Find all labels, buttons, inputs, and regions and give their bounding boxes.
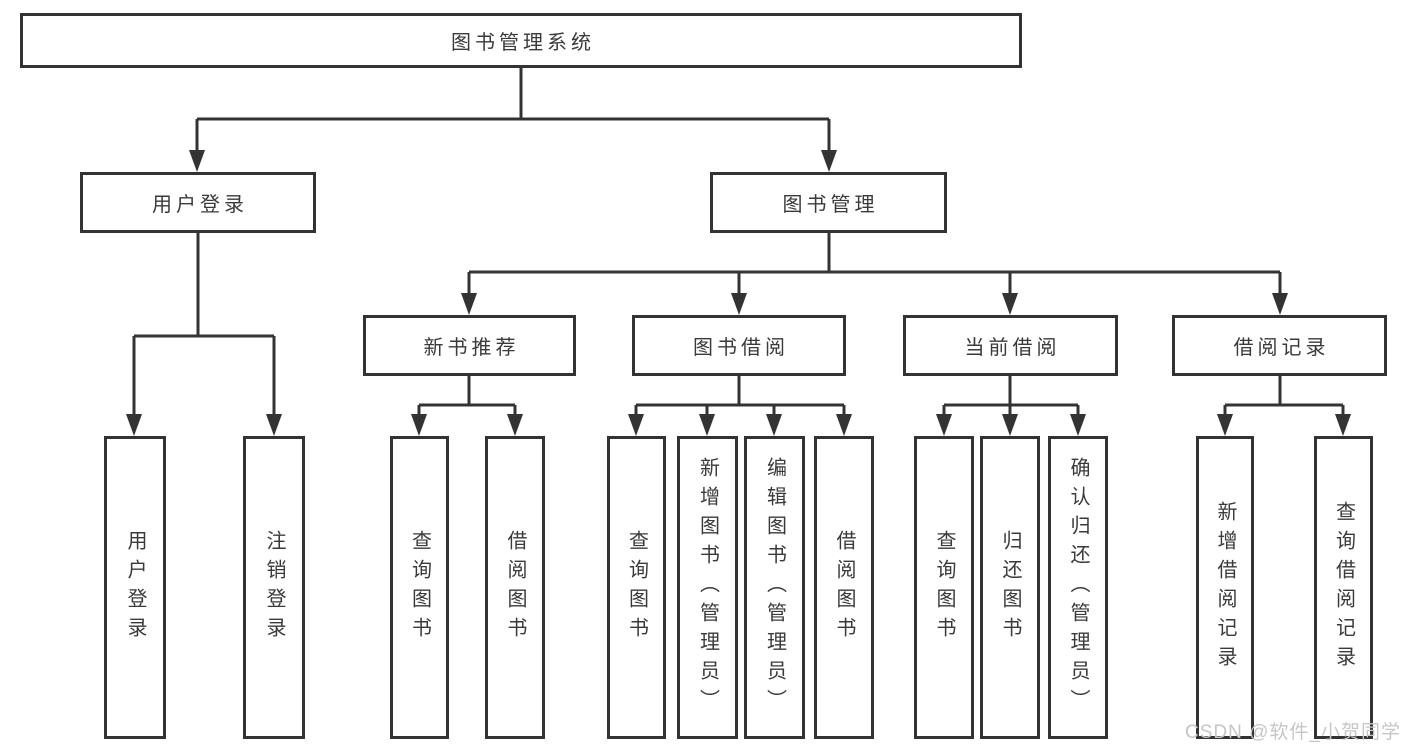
arrow-down-icon (1002, 293, 1018, 315)
arrow-down-icon (766, 414, 782, 436)
node-user-login-leaf: 用户登录 (104, 436, 166, 739)
arrow-down-icon (936, 414, 952, 436)
node-label: 查询图书 (933, 529, 955, 646)
node-label: 当前借阅 (964, 337, 1061, 359)
arrow-down-icon (189, 150, 205, 172)
node-edit-books-admin: 编辑图书（管理员） (744, 436, 805, 739)
connector-login-to-leaves (132, 233, 276, 416)
node-book-management: 图书管理 (710, 172, 947, 233)
node-add-borrow-record: 新增借阅记录 (1196, 436, 1254, 739)
node-library-management-system: 图书管理系统 (20, 13, 1022, 68)
node-label: 查询借阅记录 (1332, 500, 1355, 675)
arrow-down-icon (507, 414, 523, 436)
node-query-books-current: 查询图书 (914, 436, 974, 739)
node-label: 新书推荐 (423, 337, 520, 359)
node-label: 注销登录 (263, 529, 285, 646)
node-book-borrowing: 图书借阅 (632, 315, 846, 376)
arrow-down-icon (1070, 414, 1086, 436)
node-query-borrow-record: 查询借阅记录 (1314, 436, 1373, 739)
arrow-down-icon (1217, 414, 1233, 436)
node-label: 查询图书 (625, 529, 648, 646)
node-label: 用户登录 (152, 194, 248, 216)
arrow-down-icon (126, 414, 142, 436)
node-label: 图书借阅 (693, 337, 789, 359)
node-label: 借阅图书 (833, 529, 855, 646)
node-borrow-books-recommend: 借阅图书 (485, 436, 545, 739)
connector-mgmt-to-level3 (467, 233, 1282, 295)
node-label: 新增图书（管理员） (696, 457, 719, 718)
connector-recommend-to-leaves (417, 376, 517, 416)
node-label: 编辑图书（管理员） (763, 457, 786, 718)
arrow-down-icon (1272, 293, 1288, 315)
arrow-down-icon (461, 293, 477, 315)
arrow-down-icon (411, 414, 427, 436)
connector-borrowing-to-leaves (634, 376, 846, 416)
arrow-down-icon (836, 414, 852, 436)
node-label: 借阅图书 (504, 529, 526, 646)
arrow-down-icon (628, 414, 644, 436)
node-label: 归还图书 (999, 529, 1021, 646)
arrowheads (126, 150, 1351, 436)
node-new-book-recommend: 新书推荐 (363, 315, 576, 376)
node-label: 借阅记录 (1233, 337, 1330, 359)
node-user-login: 用户登录 (80, 172, 316, 233)
node-label: 用户登录 (124, 529, 146, 646)
arrow-down-icon (266, 414, 282, 436)
node-confirm-return-admin: 确认归还（管理员） (1048, 436, 1108, 739)
node-current-borrowing: 当前借阅 (903, 315, 1118, 376)
node-label: 新增借阅记录 (1214, 500, 1236, 675)
csdn-watermark: CSDN @软件_小贺同学 (1185, 722, 1401, 743)
connector-root-to-level2 (195, 68, 831, 152)
node-label: 查询图书 (408, 529, 431, 646)
node-borrow-books-borrowing: 借阅图书 (814, 436, 874, 739)
node-query-books-recommend: 查询图书 (390, 436, 449, 739)
connector-current-to-leaves (942, 376, 1080, 416)
arrow-down-icon (1002, 414, 1018, 436)
arrow-down-icon (731, 293, 747, 315)
node-query-books-borrowing: 查询图书 (607, 436, 666, 739)
node-logout: 注销登录 (243, 436, 305, 739)
arrow-down-icon (699, 414, 715, 436)
arrow-down-icon (1335, 414, 1351, 436)
arrow-down-icon (821, 150, 837, 172)
node-label: 图书管理系统 (451, 32, 595, 54)
node-borrowing-records: 借阅记录 (1172, 315, 1387, 376)
node-label: 确认归还（管理员） (1067, 457, 1089, 718)
connector-records-to-leaves (1223, 376, 1345, 416)
node-add-books-admin: 新增图书（管理员） (677, 436, 738, 739)
node-return-books: 归还图书 (980, 436, 1040, 739)
node-label: 图书管理 (782, 194, 879, 216)
